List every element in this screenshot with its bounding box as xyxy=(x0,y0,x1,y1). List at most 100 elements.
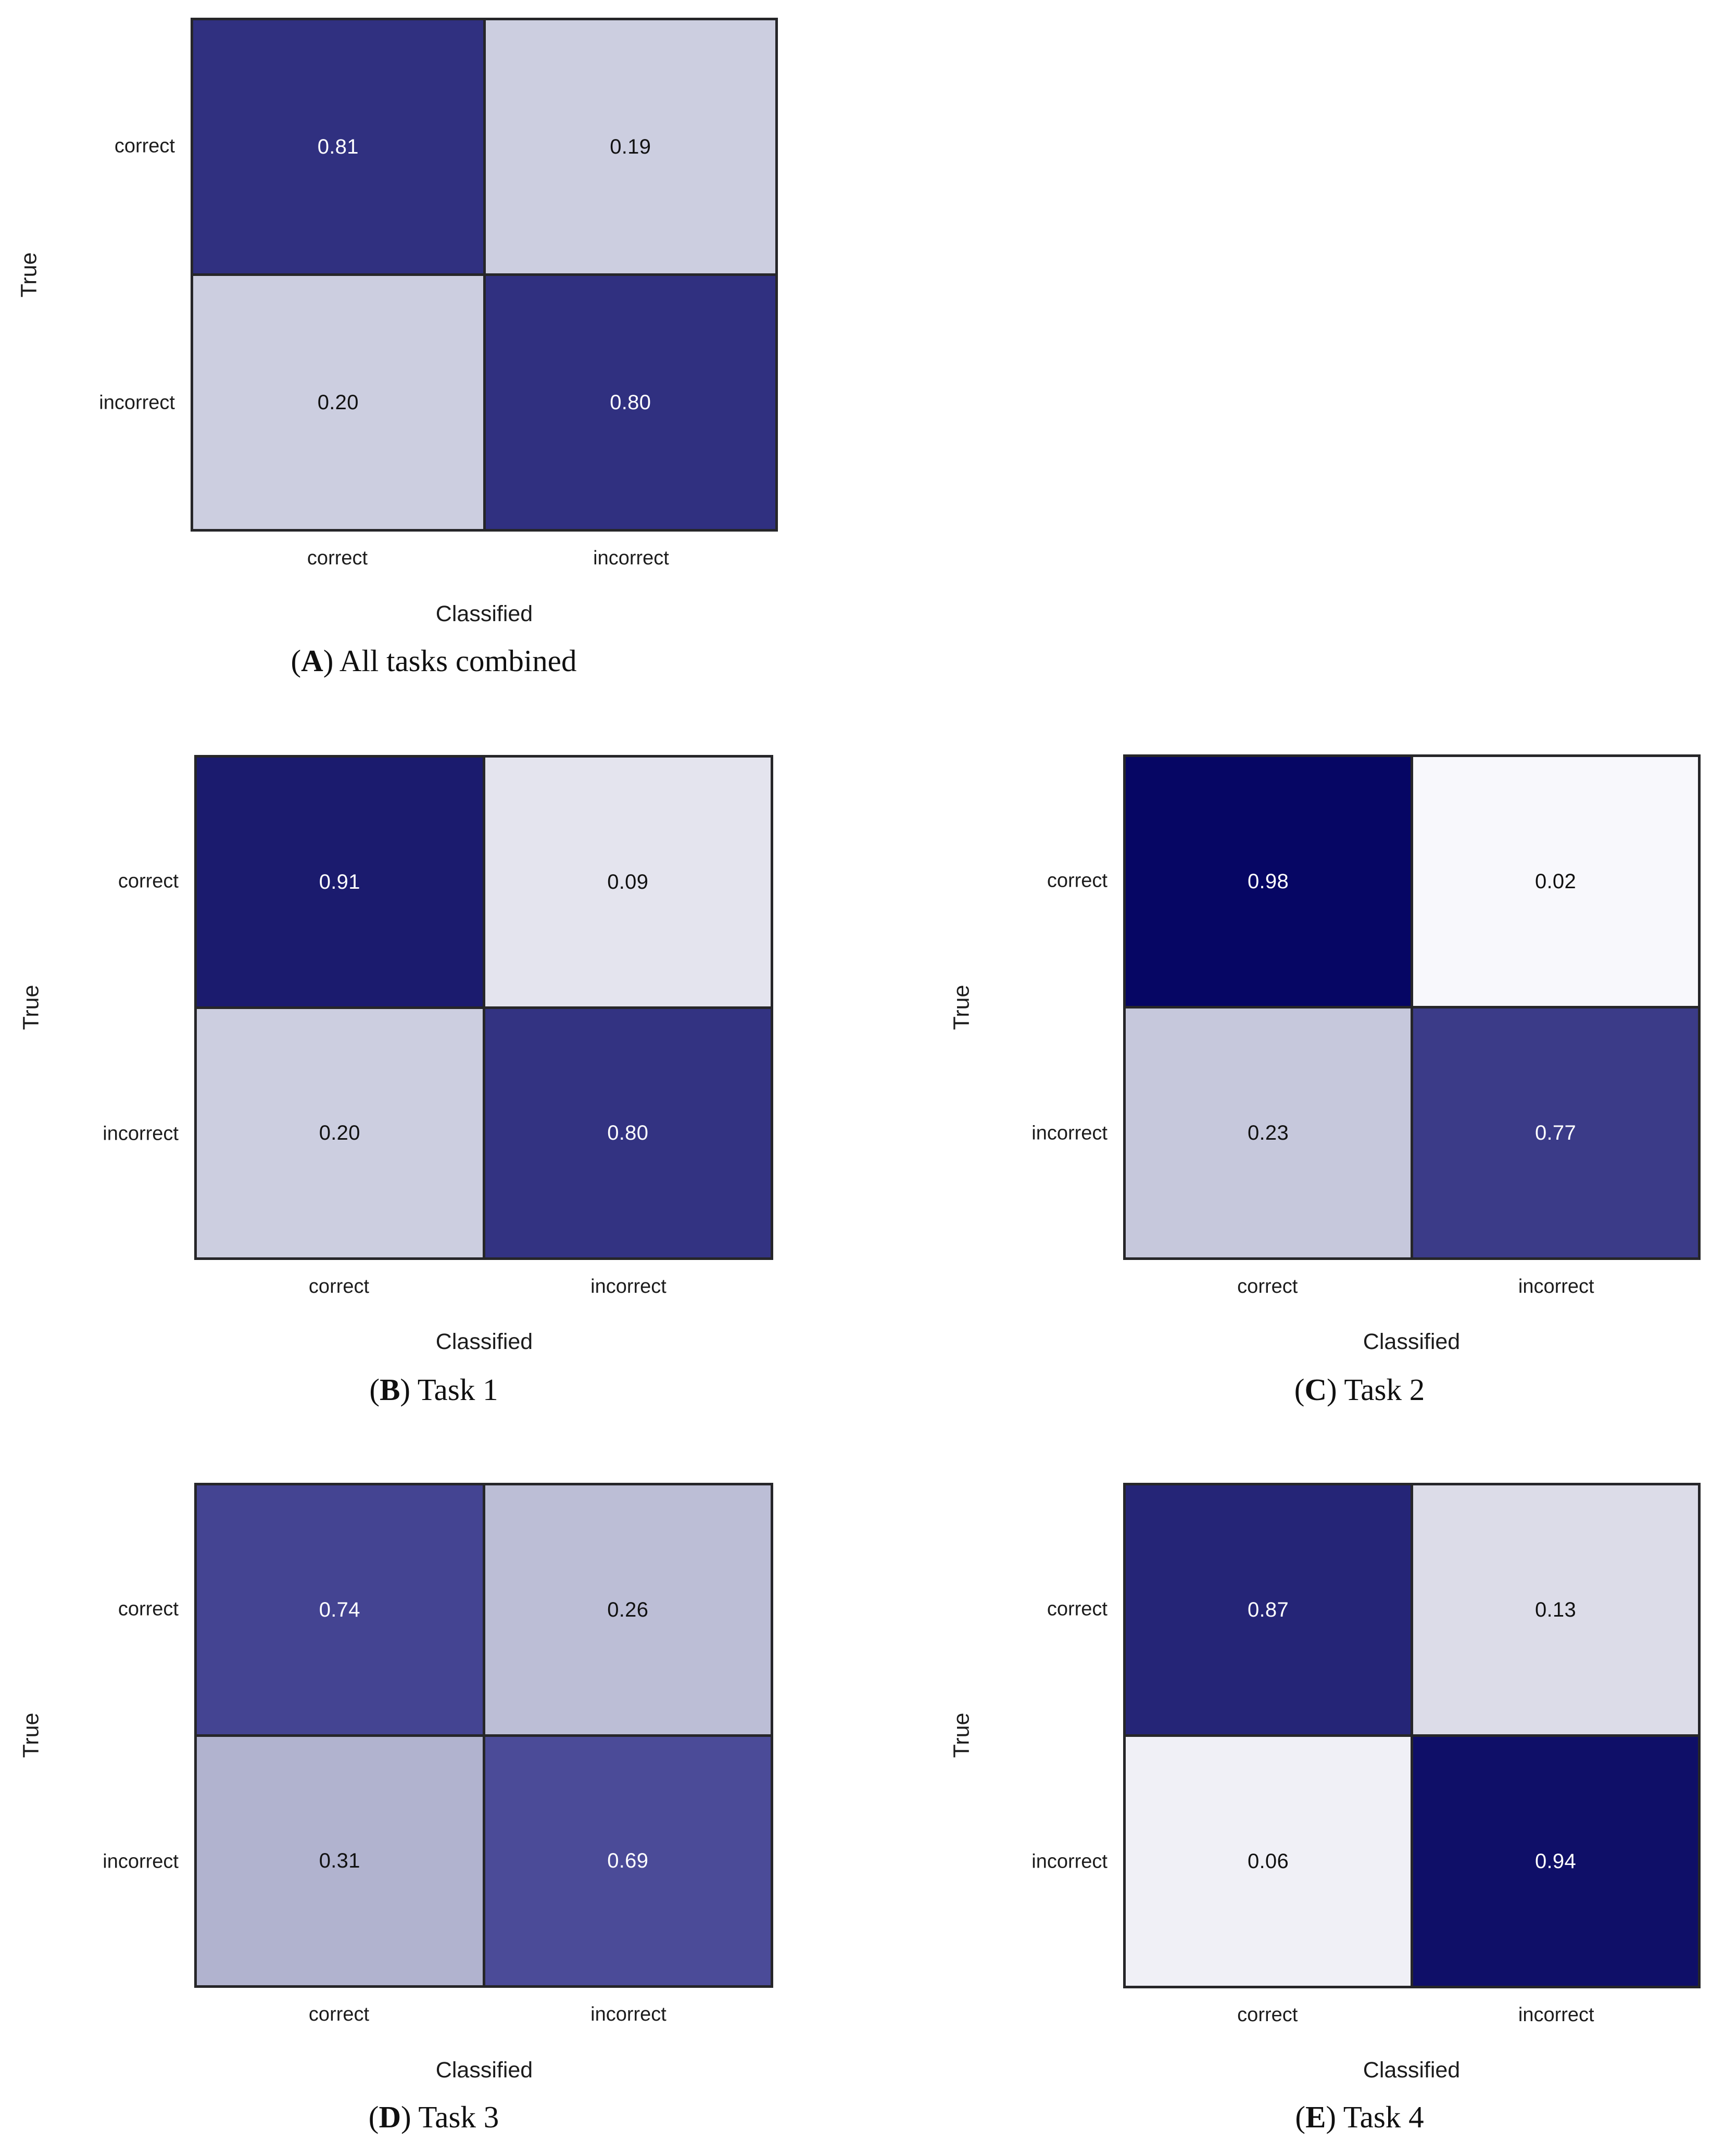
matrix-cell[interactable]: 0.81 xyxy=(193,20,483,273)
caption-letter: D xyxy=(379,2100,401,2134)
matrix-cell[interactable]: 0.69 xyxy=(485,1736,771,1985)
matrix-cell[interactable]: 0.77 xyxy=(1413,1008,1698,1257)
cell-value: 0.81 xyxy=(317,135,359,158)
caption-paren-open: ( xyxy=(291,644,301,678)
y-tick-label-correct: correct xyxy=(1047,869,1108,892)
panel-a: 0.81 0.19 0.20 0.80 correct incorrect co… xyxy=(0,0,864,718)
caption-paren-close: ) xyxy=(1326,2100,1337,2134)
cell-value: 0.69 xyxy=(607,1849,649,1873)
caption-tag: (A) xyxy=(291,644,334,678)
confusion-matrix-d: 0.74 0.26 0.31 0.69 correct incorrect co… xyxy=(103,1483,773,2025)
caption-text: All tasks combined xyxy=(333,644,577,678)
y-tick-label-incorrect: incorrect xyxy=(99,392,175,414)
x-tick-label-incorrect: incorrect xyxy=(593,547,669,569)
x-tick-label-incorrect: incorrect xyxy=(1518,1276,1594,1297)
caption-paren-open: ( xyxy=(368,2100,379,2134)
matrix-cell[interactable]: 0.74 xyxy=(197,1485,483,1734)
x-tick-label-incorrect: incorrect xyxy=(590,1276,666,1297)
matrix-cell[interactable]: 0.98 xyxy=(1126,757,1411,1006)
matrix-cell[interactable]: 0.94 xyxy=(1413,1737,1698,1986)
caption-text: Task 1 xyxy=(410,1372,498,1407)
y-axis-label: True xyxy=(18,985,44,1030)
caption-tag: (D) xyxy=(369,2100,411,2134)
caption-letter: B xyxy=(380,1372,400,1407)
panel-b: 0.91 0.09 0.20 0.80 correct incorrect co… xyxy=(0,718,864,1447)
x-axis-label: Classified xyxy=(435,601,533,626)
x-tick-label-correct: correct xyxy=(1237,1276,1298,1297)
cell-value: 0.06 xyxy=(1247,1850,1289,1873)
y-tick-label-incorrect: incorrect xyxy=(1031,1122,1108,1144)
panel-d: 0.74 0.26 0.31 0.69 correct incorrect co… xyxy=(0,1447,864,2156)
caption-letter: C xyxy=(1304,1372,1327,1407)
cell-value: 0.77 xyxy=(1534,1121,1577,1144)
matrix-cell[interactable]: 0.91 xyxy=(197,758,483,1006)
x-tick-label-correct: correct xyxy=(308,1276,370,1297)
x-tick-label-correct: correct xyxy=(308,2003,370,2025)
caption-paren-open: ( xyxy=(369,1372,380,1407)
caption-paren-close: ) xyxy=(401,2100,411,2134)
caption-tag: (E) xyxy=(1295,2100,1336,2134)
panel-caption-c: (C) Task 2 xyxy=(1294,1372,1425,1408)
matrix-cell[interactable]: 0.87 xyxy=(1126,1485,1411,1734)
confusion-matrix-e: 0.87 0.13 0.06 0.94 correct incorrect co… xyxy=(1031,1483,1701,2026)
panel-e: 0.87 0.13 0.06 0.94 correct incorrect co… xyxy=(860,1447,1724,2156)
caption-letter: E xyxy=(1305,2100,1326,2134)
matrix-cell[interactable]: 0.80 xyxy=(485,1008,771,1257)
caption-text: Task 4 xyxy=(1336,2100,1424,2134)
x-tick-label-correct: correct xyxy=(307,547,368,569)
confusion-matrix-a: 0.81 0.19 0.20 0.80 correct incorrect co… xyxy=(99,18,778,569)
panel-c: 0.98 0.02 0.23 0.77 correct incorrect co… xyxy=(860,718,1724,1447)
cell-value: 0.91 xyxy=(319,870,360,893)
y-axis-label: True xyxy=(16,252,42,298)
y-tick-label-correct: correct xyxy=(118,1598,179,1620)
matrix-cell[interactable]: 0.20 xyxy=(193,276,483,529)
x-tick-label-incorrect: incorrect xyxy=(1518,2004,1594,2026)
caption-paren-open: ( xyxy=(1294,1372,1305,1407)
cell-value: 0.19 xyxy=(610,135,651,158)
caption-paren-close: ) xyxy=(323,644,334,678)
cell-value: 0.80 xyxy=(607,1121,649,1145)
cell-value: 0.80 xyxy=(610,391,651,414)
y-axis-label: True xyxy=(949,985,974,1030)
caption-letter: A xyxy=(301,644,323,678)
x-axis-label: Classified xyxy=(1363,2058,1461,2083)
panel-caption-a: (A) All tasks combined xyxy=(291,643,577,679)
cell-value: 0.09 xyxy=(607,870,649,893)
matrix-cell[interactable]: 0.06 xyxy=(1126,1737,1411,1986)
panel-caption-b: (B) Task 1 xyxy=(369,1372,498,1408)
cell-value: 0.20 xyxy=(317,391,359,414)
cell-value: 0.98 xyxy=(1247,870,1289,893)
matrix-cell[interactable]: 0.02 xyxy=(1413,757,1698,1006)
cell-value: 0.26 xyxy=(607,1598,649,1621)
matrix-cell[interactable]: 0.26 xyxy=(485,1485,771,1734)
caption-text: Task 3 xyxy=(411,2100,499,2134)
caption-paren-open: ( xyxy=(1295,2100,1306,2134)
panel-caption-e: (E) Task 4 xyxy=(1295,2099,1424,2135)
matrix-cell[interactable]: 0.23 xyxy=(1126,1008,1411,1257)
caption-paren-close: ) xyxy=(1327,1372,1337,1407)
y-tick-label-correct: correct xyxy=(118,870,179,892)
caption-tag: (B) xyxy=(369,1372,410,1407)
matrix-cell[interactable]: 0.20 xyxy=(197,1008,483,1257)
cell-value: 0.20 xyxy=(319,1121,360,1145)
x-axis-label: Classified xyxy=(1363,1329,1461,1354)
y-axis-label: True xyxy=(18,1712,44,1758)
confusion-matrix-c: 0.98 0.02 0.23 0.77 correct incorrect co… xyxy=(1031,754,1701,1297)
matrix-cell[interactable]: 0.13 xyxy=(1413,1485,1698,1734)
matrix-cell[interactable]: 0.80 xyxy=(485,276,775,529)
y-axis-label: True xyxy=(949,1712,974,1758)
cell-value: 0.87 xyxy=(1247,1598,1289,1621)
x-tick-label-correct: correct xyxy=(1237,2004,1298,2026)
cell-value: 0.94 xyxy=(1534,1850,1577,1873)
cell-value: 0.02 xyxy=(1534,870,1577,893)
caption-text: Task 2 xyxy=(1337,1372,1425,1407)
matrix-cell[interactable]: 0.31 xyxy=(197,1736,483,1985)
matrix-cell[interactable]: 0.19 xyxy=(485,20,775,273)
y-tick-label-correct: correct xyxy=(114,135,175,157)
confusion-matrix-b: 0.91 0.09 0.20 0.80 correct incorrect co… xyxy=(103,755,773,1297)
caption-tag: (C) xyxy=(1294,1372,1337,1407)
cell-value: 0.74 xyxy=(319,1598,360,1621)
matrix-cell[interactable]: 0.09 xyxy=(485,758,771,1006)
caption-paren-close: ) xyxy=(400,1372,411,1407)
